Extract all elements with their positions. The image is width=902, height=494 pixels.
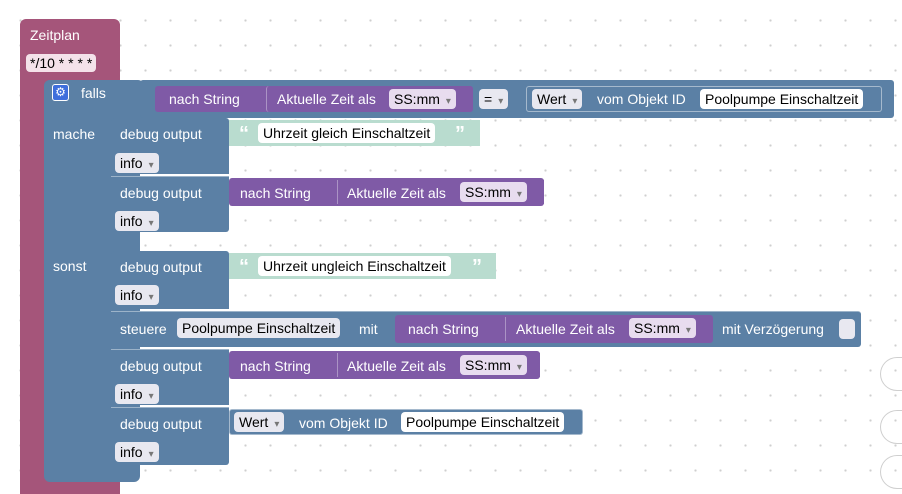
zoom-in-control[interactable] <box>880 410 902 444</box>
debug-4-time-label: Aktuelle Zeit als <box>347 358 446 374</box>
condition-to-string-label: nach String <box>169 91 240 107</box>
schedule-title: Zeitplan <box>30 27 80 43</box>
condition-value-dropdown[interactable]: Wert ▾ <box>532 89 583 109</box>
open-quote-icon: “ <box>239 256 249 278</box>
control-time-label: Aktuelle Zeit als <box>516 321 615 337</box>
debug-4-time-format-dropdown[interactable]: SS:mm ▾ <box>460 355 527 375</box>
debug-2-level-value: info <box>120 213 143 229</box>
condition-time-format-dropdown[interactable]: SS:mm ▾ <box>389 89 456 109</box>
chevron-down-icon: ▾ <box>148 391 154 402</box>
chevron-down-icon: ▾ <box>498 96 504 107</box>
debug-4-to-string-label: nach String <box>240 358 311 374</box>
debug-1-level-dropdown[interactable]: info ▾ <box>115 153 159 173</box>
if-label-sonst: sonst <box>53 258 87 274</box>
debug-2-label: debug output <box>120 185 202 201</box>
chevron-down-icon: ▾ <box>445 96 451 107</box>
debug-2-time-format-value: SS:mm <box>465 184 511 200</box>
debug-2-time-format-dropdown[interactable]: SS:mm ▾ <box>460 182 527 202</box>
if-label-mache: mache <box>53 126 96 142</box>
gear-icon[interactable]: ⚙ <box>52 84 69 101</box>
condition-value-suffix: vom Objekt ID <box>597 91 686 107</box>
debug-5-value-suffix: vom Objekt ID <box>299 415 388 431</box>
debug-4-level-dropdown[interactable]: info ▾ <box>115 384 159 404</box>
control-with-label: mit <box>359 321 378 337</box>
debug-4-label: debug output <box>120 358 202 374</box>
control-time-format-dropdown[interactable]: SS:mm ▾ <box>629 318 696 338</box>
close-quote-icon: ” <box>455 123 465 145</box>
zoom-out-control[interactable] <box>880 455 902 489</box>
chevron-down-icon: ▾ <box>685 325 691 336</box>
chevron-down-icon: ▾ <box>148 449 154 460</box>
if-label-falls: falls <box>81 85 106 101</box>
debug-5-value-dropdown[interactable]: Wert ▾ <box>234 412 285 432</box>
control-to-string-label: nach String <box>408 321 479 337</box>
chevron-down-icon: ▾ <box>516 189 522 200</box>
schedule-cron-field[interactable]: */10 * * * * <box>26 54 97 72</box>
chevron-down-icon: ▾ <box>148 218 154 229</box>
open-quote-icon: “ <box>239 123 249 145</box>
debug-1-level-value: info <box>120 155 143 171</box>
condition-value-label: Wert <box>537 91 567 107</box>
debug-1-text-field[interactable]: Uhrzeit gleich Einschaltzeit <box>258 123 436 143</box>
chevron-down-icon: ▾ <box>516 362 522 373</box>
operator-value: = <box>484 91 493 107</box>
control-object-field[interactable]: Poolpumpe Einschaltzeit <box>177 318 341 338</box>
zoom-reset-control[interactable] <box>880 357 902 391</box>
debug-3-level-dropdown[interactable]: info ▾ <box>115 285 159 305</box>
debug-5-object-id-field[interactable]: Poolpumpe Einschaltzeit <box>401 412 565 432</box>
debug-5-value-label: Wert <box>239 414 269 430</box>
debug-5-label: debug output <box>120 416 202 432</box>
chevron-down-icon: ▾ <box>572 96 578 107</box>
chevron-down-icon: ▾ <box>148 160 154 171</box>
debug-3-label: debug output <box>120 259 202 275</box>
close-quote-icon: ” <box>472 256 482 278</box>
control-delay-checkbox[interactable] <box>839 319 855 339</box>
operator-dropdown[interactable]: =▾ <box>479 89 509 109</box>
debug-1-label: debug output <box>120 126 202 142</box>
debug-3-text-field[interactable]: Uhrzeit ungleich Einschaltzeit <box>258 256 451 276</box>
debug-5-level-dropdown[interactable]: info ▾ <box>115 442 159 462</box>
debug-2-time-label: Aktuelle Zeit als <box>347 185 446 201</box>
chevron-down-icon: ▾ <box>148 292 154 303</box>
debug-5-level-value: info <box>120 444 143 460</box>
debug-4-level-value: info <box>120 386 143 402</box>
debug-4-time-format-value: SS:mm <box>465 357 511 373</box>
debug-2-to-string-label: nach String <box>240 185 311 201</box>
debug-3-level-value: info <box>120 287 143 303</box>
condition-object-id-field[interactable]: Poolpumpe Einschaltzeit <box>700 89 864 109</box>
condition-time-format-value: SS:mm <box>394 91 440 107</box>
condition-time-label: Aktuelle Zeit als <box>277 91 376 107</box>
control-delay-label: mit Verzögerung <box>722 321 824 337</box>
control-time-format-value: SS:mm <box>634 320 680 336</box>
chevron-down-icon: ▾ <box>274 419 280 430</box>
control-label: steuere <box>120 321 167 337</box>
debug-2-level-dropdown[interactable]: info ▾ <box>115 211 159 231</box>
